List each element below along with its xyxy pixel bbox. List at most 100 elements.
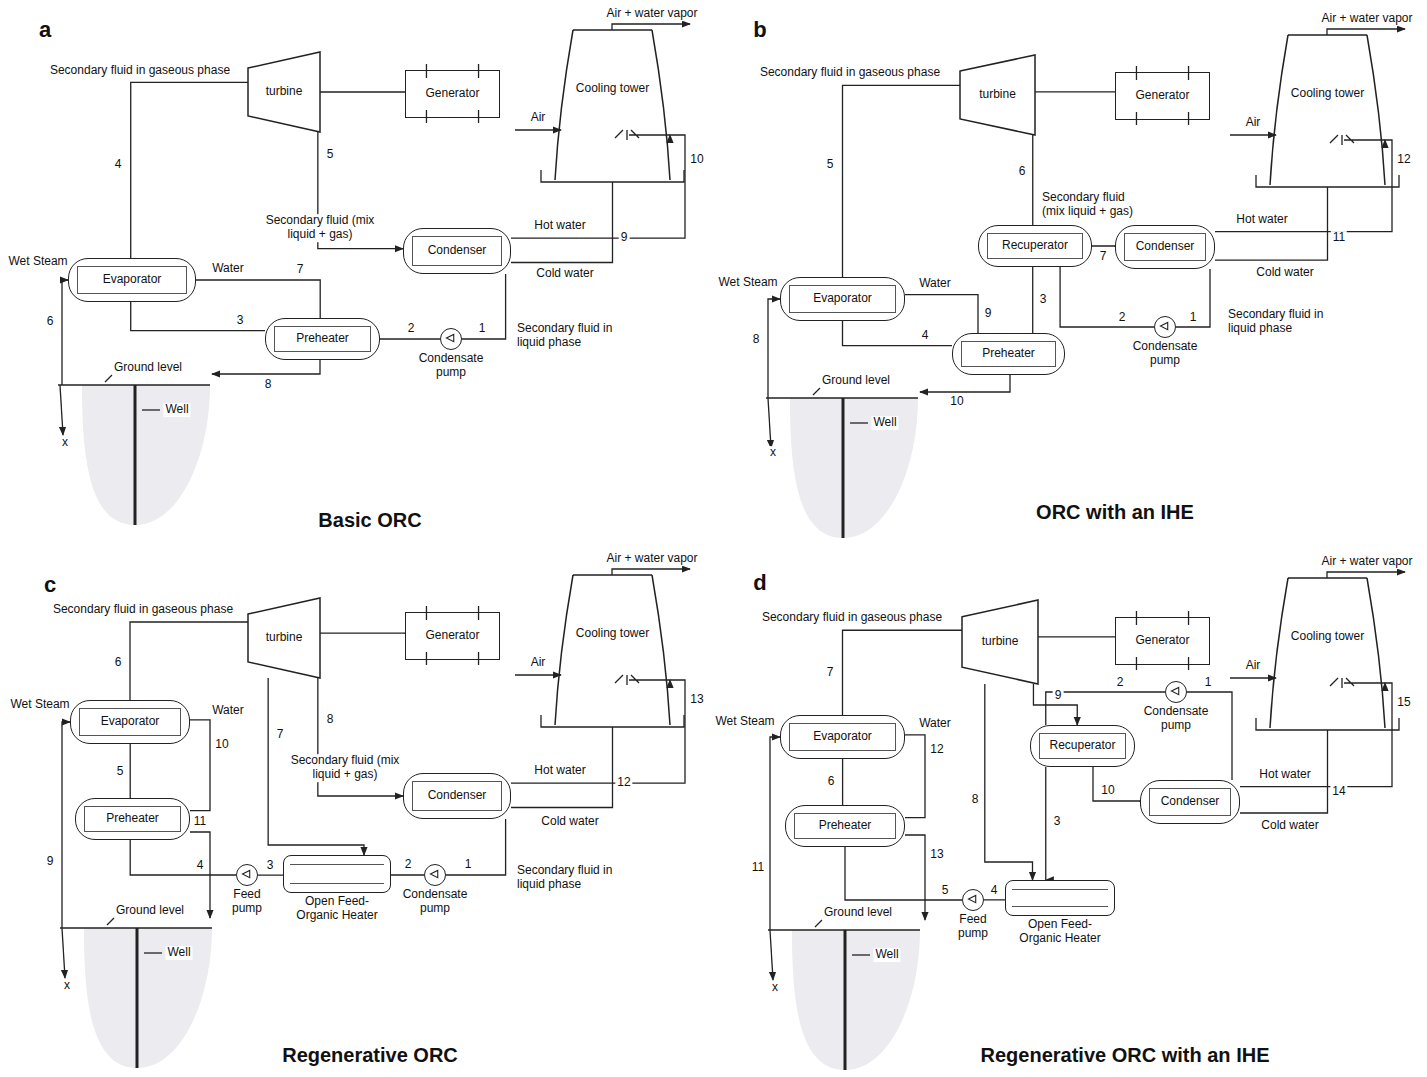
- cooling-tower: Cooling tower: [555, 30, 670, 182]
- panel-letter: a: [37, 17, 53, 42]
- callout-number: 9: [45, 855, 56, 869]
- pipe-drawing: [515, 569, 690, 727]
- callout-number: 12: [928, 743, 945, 757]
- pump-impeller: [968, 895, 975, 902]
- pump-symbol: Condensate pump: [440, 328, 462, 350]
- pipe-connector: [1215, 187, 1328, 260]
- heat-exchanger: Preheater: [785, 805, 905, 847]
- generator-tick: [1136, 112, 1137, 125]
- callout-number: 1: [1188, 311, 1199, 325]
- pipe-connector: [1032, 135, 1033, 225]
- annotation-text: Cold water: [1259, 819, 1320, 833]
- generator-tick: [478, 606, 479, 620]
- cooling-tower: Cooling tower: [555, 575, 670, 727]
- tower-outline: [1270, 578, 1385, 728]
- callout-number: 9: [619, 231, 630, 245]
- panel-title: Regenerative ORC with an IHE: [979, 1044, 1272, 1067]
- annotation-text: x: [62, 979, 72, 993]
- annotation-text: Hot water: [532, 219, 587, 233]
- callout-number: 6: [113, 656, 124, 670]
- annotation-text: Air: [1244, 116, 1263, 130]
- pipe-connector: [320, 633, 405, 635]
- annotation-text: Water: [210, 704, 246, 718]
- pipe-drawing: [60, 918, 212, 1068]
- generator-tick: [1136, 657, 1137, 670]
- pipe-connector: [446, 819, 506, 875]
- pipe-connector: [130, 840, 236, 875]
- pump-impeller: [1160, 322, 1167, 329]
- tower-outline: [1270, 578, 1385, 730]
- node-label: Evaporator: [813, 730, 872, 744]
- pump-impeller: [1155, 317, 1175, 337]
- annotation-text: Secondary fluid in liquid phase: [1226, 308, 1330, 336]
- node-label: Feed pump: [227, 888, 267, 916]
- tower-outline: [555, 575, 670, 725]
- pump-impeller: [1171, 687, 1178, 694]
- callout-number: 15: [1395, 696, 1412, 710]
- turbine-shape: turbine: [248, 52, 320, 132]
- generator-tick: [426, 64, 427, 78]
- callout-number: 4: [920, 329, 931, 343]
- feed-heater: Open Feed- Organic Heater: [1005, 880, 1115, 916]
- callout-number: 8: [751, 333, 762, 347]
- annotation-text: Hot water: [532, 764, 587, 778]
- heat-exchanger: Evaporator: [68, 258, 196, 302]
- generator-tick: [478, 652, 479, 665]
- callout-number: 12: [615, 776, 632, 790]
- node-label: Generator: [1135, 634, 1189, 648]
- annotation-text: Air: [529, 656, 548, 670]
- callout-number: 2: [403, 858, 414, 872]
- annotation-text: Wet Steam: [716, 276, 779, 290]
- callout-number: 11: [1331, 231, 1347, 245]
- node-label: Condenser: [1136, 240, 1195, 254]
- callout-number: 6: [45, 315, 56, 329]
- pipe-drawing: [62, 722, 70, 928]
- turbine-shape: turbine: [960, 55, 1035, 135]
- callout-number: 14: [1330, 785, 1347, 799]
- panel-letter: c: [42, 572, 58, 597]
- callout-number: 10: [1099, 784, 1116, 798]
- heat-exchanger: Condenser: [1115, 225, 1215, 269]
- heat-exchanger: Recuperator: [1030, 725, 1135, 767]
- pipe-connector: [905, 735, 925, 818]
- pump-impeller: [441, 329, 461, 349]
- generator-tick: [1136, 66, 1137, 80]
- generator-tick: [478, 110, 479, 123]
- turbine-shape: turbine: [248, 598, 320, 678]
- callout-number: 7: [825, 666, 836, 680]
- cooling-tower: Cooling tower: [1270, 35, 1385, 187]
- node-label: turbine: [979, 88, 1016, 102]
- tube-bundle: [1012, 889, 1108, 907]
- pipe-connector: [843, 85, 961, 277]
- annotation-text: Water: [917, 717, 953, 731]
- pipe-connector: [1032, 267, 1034, 333]
- callout-number: 1: [463, 858, 474, 872]
- pipe-connector: [511, 727, 613, 808]
- pipe-connector: [190, 720, 210, 811]
- pipe-connector: [1215, 140, 1392, 232]
- callout-number: 2: [1115, 676, 1126, 690]
- annotation-text: Secondary fluid in gaseous phase: [48, 64, 232, 78]
- node-label: Condenser: [428, 789, 487, 803]
- annotation-text: Ground level: [112, 361, 184, 375]
- node-label: Evaporator: [813, 292, 872, 306]
- pipe-connector: [845, 847, 962, 900]
- pipe-connector: [131, 302, 265, 331]
- pipe-connector: [1045, 767, 1046, 880]
- pipe-connector: [985, 684, 1033, 880]
- tower-outline: [555, 30, 670, 180]
- callout-number: 5: [825, 158, 836, 172]
- callout-number: 7: [275, 728, 286, 742]
- callout-number: 9: [983, 307, 994, 321]
- callout-number: 4: [195, 859, 206, 873]
- heat-exchanger: Recuperator: [978, 225, 1092, 267]
- pipe-drawing: [212, 360, 320, 374]
- node-label: Feed pump: [953, 913, 993, 941]
- tower-outline: [1270, 35, 1385, 185]
- generator-box: Generator: [405, 70, 500, 118]
- pipe-connector: [984, 899, 1005, 901]
- callout-number: 11: [750, 861, 766, 875]
- annotation-text: Water: [210, 262, 246, 276]
- callout-number: 1: [1203, 676, 1214, 690]
- feed-heater: Open Feed- Organic Heater: [283, 855, 391, 893]
